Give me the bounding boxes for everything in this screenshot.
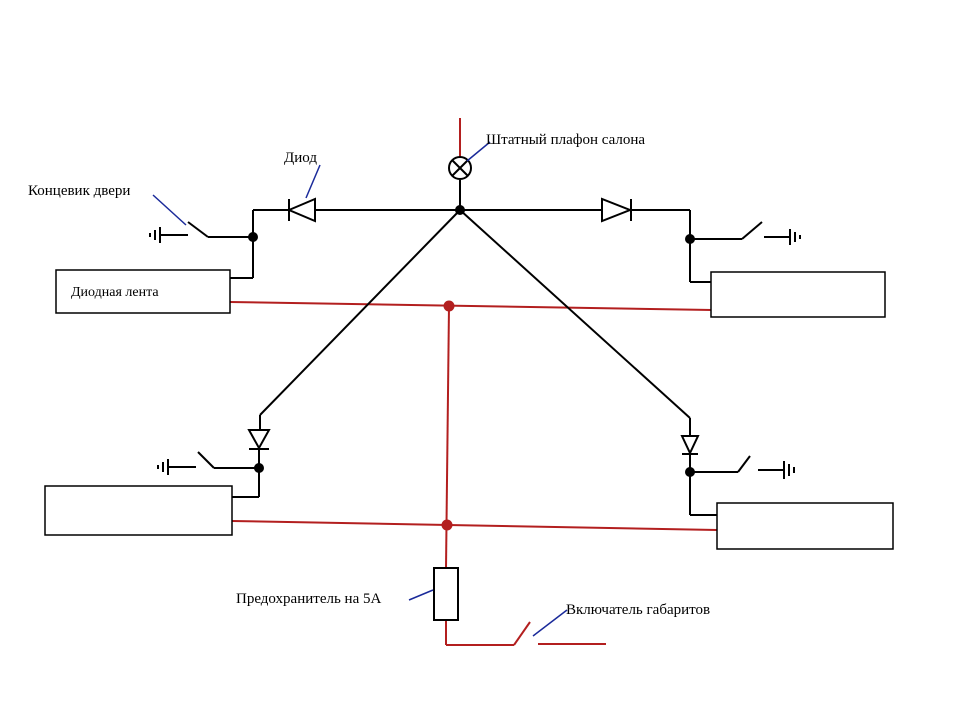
label-ceiling-lamp: Штатный плафон салона (486, 132, 645, 148)
ground-icon (789, 229, 801, 245)
led-strip-top-right (710, 271, 886, 318)
leader-parking-switch (532, 609, 568, 637)
junction-dot (455, 205, 465, 215)
junction-dot (685, 467, 695, 477)
diodes (247, 197, 700, 456)
leader-ceiling-lamp (466, 141, 491, 162)
diode-icon (247, 429, 271, 451)
door-switch-tl-blade (187, 221, 209, 238)
diode-icon (601, 197, 633, 223)
leader-lines (152, 141, 568, 637)
diagonal-left (259, 209, 461, 416)
red-wire-lower-bus (231, 520, 718, 531)
leader-diode (305, 164, 321, 199)
led-strips (44, 269, 894, 550)
parking-switch-blade (513, 621, 531, 646)
leader-door-switch (152, 194, 187, 226)
led-strip-bottom-right (716, 502, 894, 550)
ground-icon (157, 459, 169, 475)
led-strip-top-left (55, 269, 231, 314)
junction-dot-red (441, 519, 453, 531)
black-wires (160, 180, 790, 516)
junction-dot (254, 463, 264, 473)
label-diode: Диод (284, 150, 317, 166)
red-wires (229, 118, 718, 646)
label-parking-switch: Включатель габаритов (566, 602, 710, 618)
fuse-icon (433, 567, 459, 621)
label-door-switch: Концевик двери (28, 183, 130, 199)
door-switch-bl-blade (197, 451, 215, 469)
junction-dot-red (443, 300, 455, 312)
label-led-strip: Диодная лента (71, 285, 159, 300)
ground-icon (783, 461, 795, 479)
diode-icon (680, 435, 700, 456)
lamp-icon (448, 156, 472, 180)
leader-fuse (408, 589, 434, 601)
ground-icon (149, 227, 161, 243)
junction-dot (685, 234, 695, 244)
red-wire-upper-bus (229, 301, 713, 311)
junctions (248, 205, 695, 531)
door-switch-tr-blade (741, 221, 763, 240)
diode-icon (286, 197, 316, 223)
led-strip-bottom-left (44, 485, 233, 536)
junction-dot (248, 232, 258, 242)
door-switch-br-blade (737, 455, 751, 473)
diagonal-right (459, 209, 691, 419)
label-fuse: Предохранитель на 5А (236, 591, 381, 607)
ground-symbols (149, 227, 801, 479)
